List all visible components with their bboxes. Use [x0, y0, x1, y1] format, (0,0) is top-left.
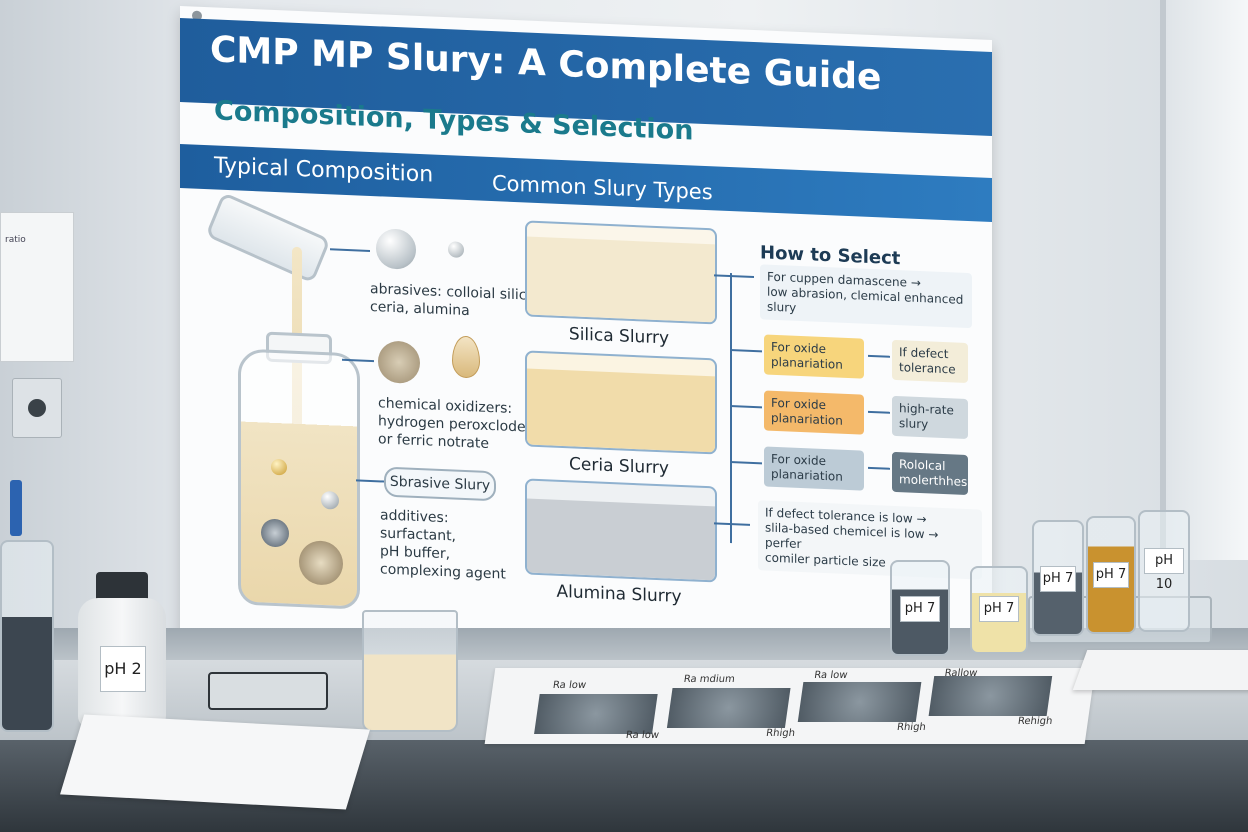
sample-caption: Ra low — [813, 670, 849, 681]
surface-sample — [534, 694, 658, 734]
bottle-label: pH 7 — [979, 596, 1019, 622]
silica-sphere-small-icon — [448, 241, 464, 258]
oxidizer-droplet-icon — [452, 335, 480, 379]
dark-reagent-bottle — [0, 540, 54, 732]
wall-switch — [12, 378, 62, 438]
bottle-cap-icon — [96, 572, 148, 602]
reagent-bottle: pH 7 — [890, 560, 950, 656]
pouring-bottle-icon — [205, 191, 331, 284]
particle-icon — [321, 490, 339, 510]
notebook — [60, 714, 370, 810]
arrow-icon — [330, 248, 370, 252]
bottle-label: pH 7 — [900, 596, 940, 622]
wall-chart: ratio — [0, 212, 74, 362]
sample-caption: Rhigh — [765, 728, 796, 739]
composition-label-box: Sbrasive Slury — [384, 466, 496, 502]
ceria-particle-icon — [378, 340, 420, 385]
selection-row-3-left: For oxide planariation — [764, 446, 864, 491]
arrow-icon — [730, 405, 762, 409]
wash-bottle: pH 10 — [1138, 510, 1190, 632]
slurry-fill — [527, 236, 715, 323]
sample-caption: Ra low — [552, 680, 587, 691]
composition-additives: additives: surfactant, pH buffer, comple… — [380, 507, 506, 583]
slurry-jar — [238, 348, 360, 610]
wall-chart-text: ratio — [5, 235, 26, 245]
selection-spine — [730, 273, 732, 544]
selection-row-1-right: If defect tolerance — [892, 339, 968, 384]
surface-sample — [928, 676, 1053, 716]
notebook — [1072, 650, 1248, 690]
composition-abrasives: abrasives: colloial silica, ceria, alumi… — [370, 280, 540, 320]
slurry-panel-silica — [525, 220, 717, 325]
slurry-label-silica: Silica Slurry — [568, 324, 670, 349]
arrow-icon — [730, 461, 762, 465]
slurry-panel-ceria — [525, 350, 717, 455]
sample-caption: Rhigh — [896, 722, 927, 733]
particle-icon — [261, 518, 289, 548]
slurry-fill — [527, 498, 715, 581]
surface-samples-sheet: Ra low Ra mdium Ra low Rallow Ra low Rhi… — [484, 668, 1096, 744]
arrow-icon — [730, 349, 762, 353]
selection-top-rule: For cuppen damascene → low abrasion, cle… — [760, 264, 972, 329]
selection-row-2-left: For oxide planariation — [764, 390, 864, 435]
surface-sample — [797, 682, 922, 722]
arrow-icon — [868, 466, 890, 470]
bottle-cap-icon — [10, 480, 22, 536]
sample-caption: Rallow — [943, 668, 979, 679]
reagent-bottle: pH 7 — [970, 566, 1028, 654]
arrow-icon — [714, 522, 750, 526]
bottle-label: pH 2 — [100, 646, 146, 692]
wash-bottle: pH 7 — [1086, 516, 1136, 634]
arrow-icon — [868, 354, 890, 358]
bottle-label: pH 10 — [1144, 548, 1184, 592]
slurry-fill — [527, 368, 715, 453]
window-frame — [1160, 0, 1248, 560]
sample-case — [208, 672, 328, 710]
selection-row-2-right: high-rate slury — [892, 395, 968, 440]
selection-row-3-right: Rololcal molerthhes — [892, 451, 968, 496]
bottle-label: pH 7 — [1093, 562, 1129, 588]
particle-icon — [271, 458, 287, 476]
slurry-label-alumina: Alumina Slurry — [556, 581, 682, 608]
arrow-icon — [868, 410, 890, 414]
composition-oxidizers: chemical oxidizers: hydrogen peroxclode … — [378, 395, 526, 452]
slurry-panel-alumina — [525, 478, 717, 583]
switch-knob-icon — [28, 399, 46, 417]
white-reagent-bottle: pH 2 — [78, 598, 166, 728]
wash-bottle: pH 7 — [1032, 520, 1084, 636]
silica-sphere-icon — [376, 228, 416, 270]
sample-caption: Ra low — [625, 730, 660, 741]
selection-row-1-left: For oxide planariation — [764, 334, 864, 379]
arrow-icon — [356, 479, 384, 483]
sample-caption: Rehigh — [1017, 716, 1054, 727]
sample-caption: Ra mdium — [682, 674, 736, 685]
poster: CMP MP Slury: A Complete Guide Compositi… — [180, 6, 992, 679]
arrow-icon — [714, 274, 754, 279]
bottle-label: pH 7 — [1040, 566, 1076, 592]
surface-sample — [666, 688, 791, 728]
slurry-label-ceria: Ceria Slurry — [569, 454, 669, 479]
beaker — [362, 610, 458, 732]
particle-icon — [299, 539, 343, 586]
